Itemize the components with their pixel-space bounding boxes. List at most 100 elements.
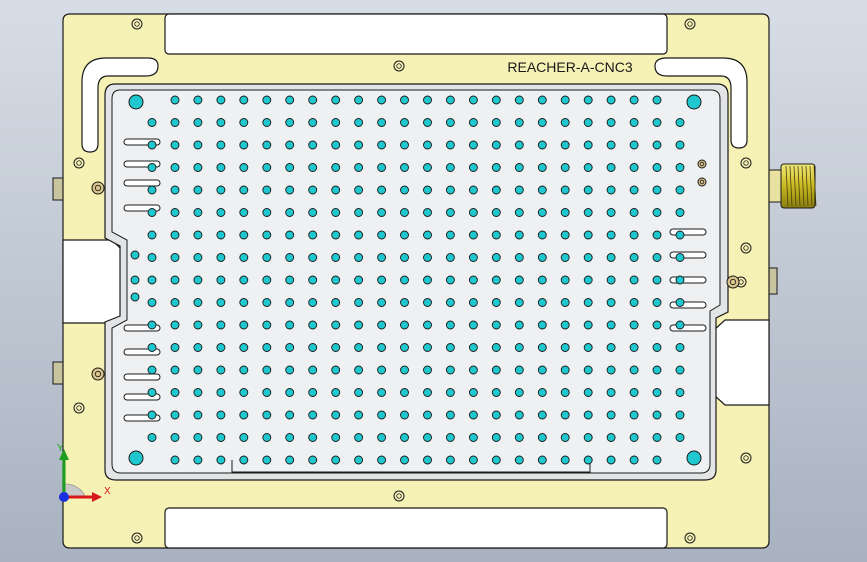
tray-hole: [216, 118, 226, 127]
tray-hole: [239, 230, 249, 240]
tray-hole: [377, 208, 387, 217]
tray-hole: [308, 275, 318, 285]
screw: [73, 402, 85, 414]
tray-hole: [606, 230, 616, 240]
tray-hole: [331, 163, 341, 172]
screw: [740, 242, 752, 254]
tray-hole: [606, 275, 616, 285]
tray-hole: [262, 185, 272, 195]
tray-hole: [560, 185, 570, 195]
tray-hole: [675, 388, 685, 397]
tray-corner-holes: [128, 94, 702, 466]
tray-hole: [537, 95, 547, 105]
tray-hole: [514, 320, 524, 330]
tray-hole: [400, 410, 409, 420]
tray-hole: [445, 185, 455, 195]
tray-hole: [400, 230, 409, 240]
tray-hole: [537, 298, 547, 307]
tray-hole: [285, 455, 295, 465]
tray-hole: [675, 230, 685, 240]
tray-hole: [560, 275, 570, 285]
tray-hole: [606, 433, 616, 442]
tray-hole: [239, 118, 249, 127]
tray-hole: [423, 95, 432, 105]
tray-hole: [537, 410, 547, 420]
tray-hole: [537, 320, 547, 330]
tray-hole: [147, 275, 157, 285]
tray-hole: [262, 433, 272, 442]
tray-hole: [400, 118, 409, 127]
tray-hole: [400, 140, 409, 150]
tray-slot: [123, 179, 161, 187]
tray-hole: [629, 163, 639, 172]
left-pocket: [62, 239, 123, 324]
tray-hole: [331, 298, 341, 307]
tray-hole: [331, 455, 341, 465]
tray-hole: [308, 343, 318, 352]
tray-hole: [377, 433, 387, 442]
tray-hole: [468, 365, 478, 375]
tray-hole: [308, 163, 318, 172]
tray-hole: [606, 140, 616, 150]
tray-hole: [354, 275, 364, 285]
screw: [697, 177, 707, 187]
tray-hole: [147, 433, 157, 442]
tray-hole: [468, 410, 478, 420]
tray-hole: [491, 140, 501, 150]
tray-hole: [400, 275, 409, 285]
tray-hole: [445, 410, 455, 420]
tray-hole: [468, 163, 478, 172]
tray-hole: [193, 253, 203, 262]
tray-hole: [560, 230, 570, 240]
tray-hole: [285, 343, 295, 352]
tray-hole: [216, 455, 226, 465]
tray-hole: [491, 343, 501, 352]
tray-hole: [308, 298, 318, 307]
tray-hole: [285, 388, 295, 397]
tray-hole: [560, 208, 570, 217]
tray-hole: [468, 388, 478, 397]
tray-hole: [354, 185, 364, 195]
tray-hole: [170, 118, 180, 127]
tray-hole: [423, 140, 432, 150]
tray-hole: [491, 95, 501, 105]
tray-hole: [445, 298, 455, 307]
tray-hole: [239, 388, 249, 397]
tray-hole: [652, 185, 662, 195]
tray-hole: [606, 298, 616, 307]
tray-hole: [629, 253, 639, 262]
tray-hole: [423, 118, 432, 127]
tray-hole: [308, 365, 318, 375]
tray-hole: [400, 365, 409, 375]
tray-hole: [308, 455, 318, 465]
tray-hole: [652, 343, 662, 352]
tray-hole: [583, 298, 593, 307]
tray-hole: [629, 230, 639, 240]
tray-hole: [537, 185, 547, 195]
tray-hole: [239, 410, 249, 420]
tray-hole: [468, 320, 478, 330]
tray-hole: [216, 410, 226, 420]
tray-hole: [354, 365, 364, 375]
tray-hole: [239, 343, 249, 352]
tray-hole: [560, 433, 570, 442]
tray-hole: [147, 208, 157, 217]
tray-hole: [675, 320, 685, 330]
tray-hole: [560, 343, 570, 352]
tray-hole: [262, 208, 272, 217]
tray-hole: [377, 320, 387, 330]
tray-hole: [491, 208, 501, 217]
tray-hole: [285, 253, 295, 262]
screw: [131, 18, 143, 30]
tray-hole: [377, 275, 387, 285]
tray-hole: [629, 275, 639, 285]
tray-slot: [669, 251, 707, 259]
right-pocket: [713, 319, 770, 406]
tray-hole: [514, 455, 524, 465]
tray-hole: [629, 208, 639, 217]
tray-hole: [468, 185, 478, 195]
tray-lip: [231, 460, 591, 473]
tray-hole: [491, 185, 501, 195]
